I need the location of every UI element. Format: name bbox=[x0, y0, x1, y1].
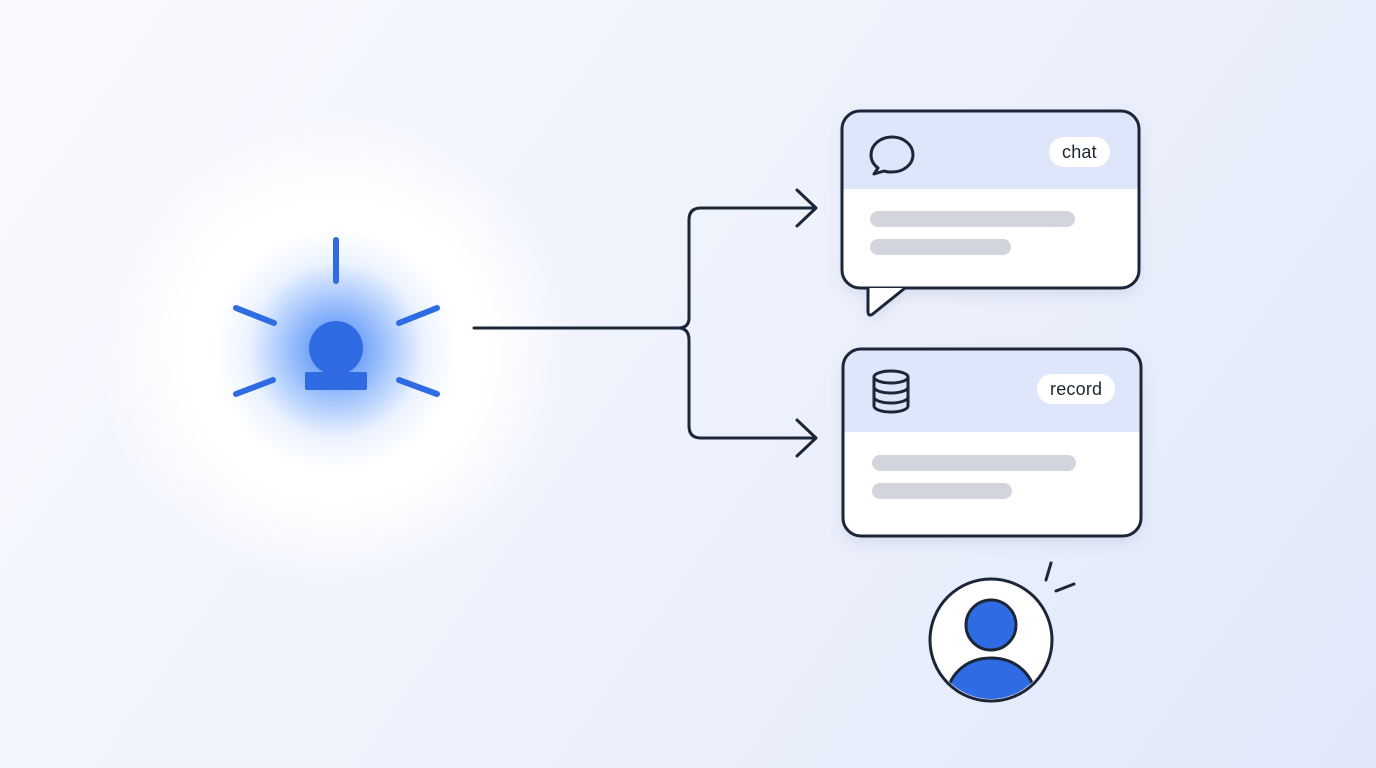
user-node bbox=[928, 561, 1076, 703]
arrowhead-chat bbox=[795, 188, 818, 228]
notification-spark-icon bbox=[1044, 561, 1076, 593]
placeholder-line bbox=[870, 239, 1011, 255]
chat-badge: chat bbox=[1049, 137, 1110, 167]
person-with-signal-rays-icon bbox=[305, 321, 367, 390]
placeholder-line bbox=[872, 455, 1076, 471]
database-icon bbox=[872, 369, 910, 414]
signal-rays-icon bbox=[233, 237, 440, 397]
user-avatar-icon bbox=[944, 598, 1038, 699]
branch-line bbox=[676, 326, 816, 440]
arrowhead-record bbox=[795, 418, 818, 458]
record-badge: record bbox=[1037, 374, 1116, 404]
placeholder-line bbox=[870, 211, 1075, 227]
trunk-line bbox=[472, 206, 816, 330]
placeholder-line bbox=[872, 483, 1012, 499]
speech-bubble-icon bbox=[869, 135, 915, 176]
connector-arrows bbox=[472, 188, 818, 458]
source-node bbox=[233, 237, 440, 397]
